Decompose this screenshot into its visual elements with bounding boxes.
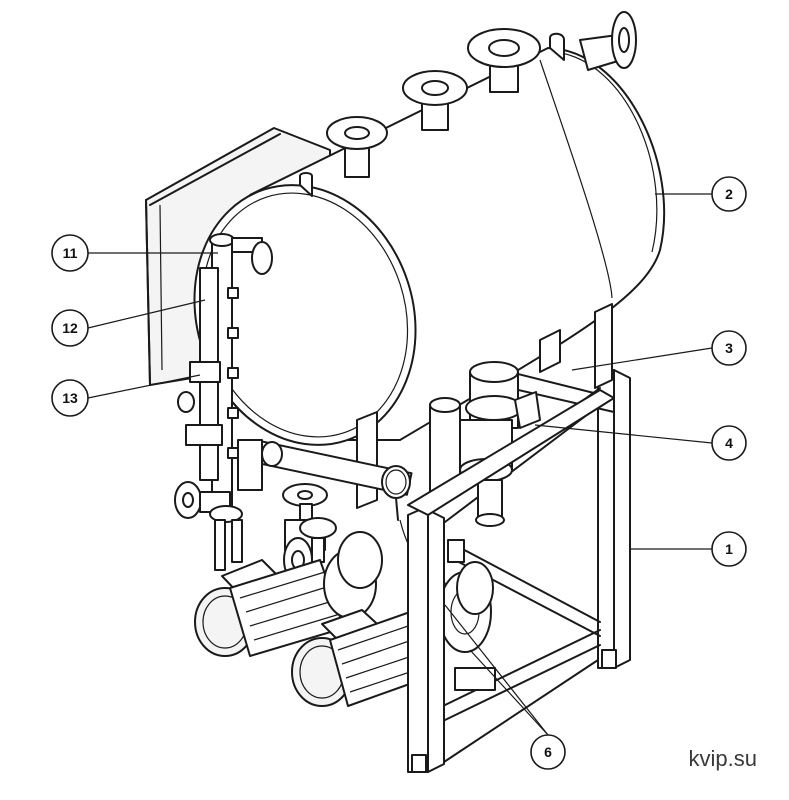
pump-unit-1 [194, 531, 383, 657]
callout-label: 1 [725, 541, 733, 557]
pump-unit-2 [291, 561, 496, 707]
callout-leaders [87, 193, 713, 736]
callout-label: 6 [544, 744, 552, 760]
callout-label: 4 [725, 435, 733, 451]
callout-12: 12 [51, 309, 89, 347]
callout-1: 1 [711, 531, 747, 567]
callout-label: 3 [725, 340, 733, 356]
callout-label: 12 [62, 320, 78, 336]
level-gauge [174, 233, 283, 523]
callout-label: 13 [62, 390, 78, 406]
callout-4: 4 [711, 425, 747, 461]
support-frame-front [214, 389, 615, 773]
valves-and-gauges [282, 465, 471, 591]
callout-13: 13 [51, 379, 89, 417]
callout-2: 2 [711, 176, 747, 212]
callout-label: 11 [63, 245, 78, 261]
callout-11: 11 [51, 234, 89, 272]
support-frame [439, 361, 631, 721]
callout-label: 2 [725, 186, 733, 202]
watermark: kvip.su [688, 746, 757, 771]
callout-6: 6 [530, 734, 566, 770]
top-nozzles [326, 11, 637, 178]
callout-3: 3 [711, 330, 747, 366]
